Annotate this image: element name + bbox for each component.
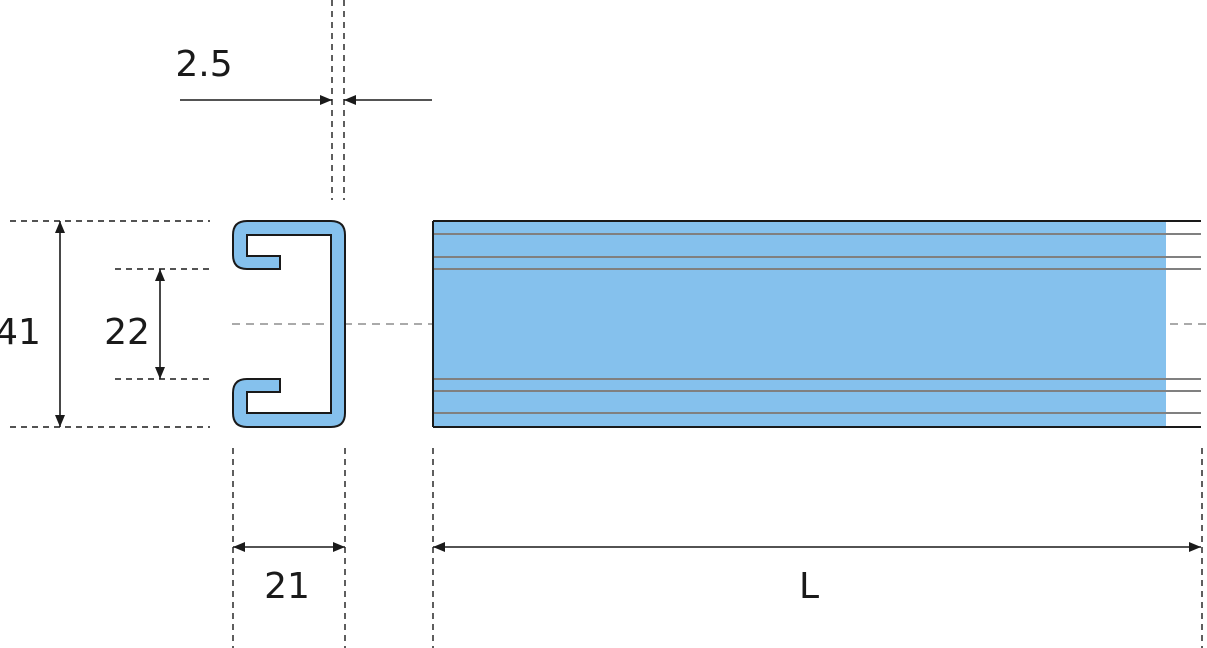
channel-side-view	[432, 220, 1201, 428]
channel-cross-section	[232, 220, 346, 428]
slot-opening-dimension: 22	[104, 268, 210, 380]
thickness-label: 2.5	[175, 44, 232, 85]
thickness-dimension: 2.5	[175, 0, 432, 200]
length-dimension: L	[432, 448, 1203, 648]
width-dimension: 21	[232, 448, 346, 648]
side-view-body	[433, 221, 1166, 427]
height-dimension: 41	[0, 220, 210, 428]
slot-opening-label: 22	[104, 312, 150, 353]
width-label: 21	[264, 566, 310, 607]
length-label: L	[799, 566, 819, 607]
height-label: 41	[0, 312, 41, 353]
